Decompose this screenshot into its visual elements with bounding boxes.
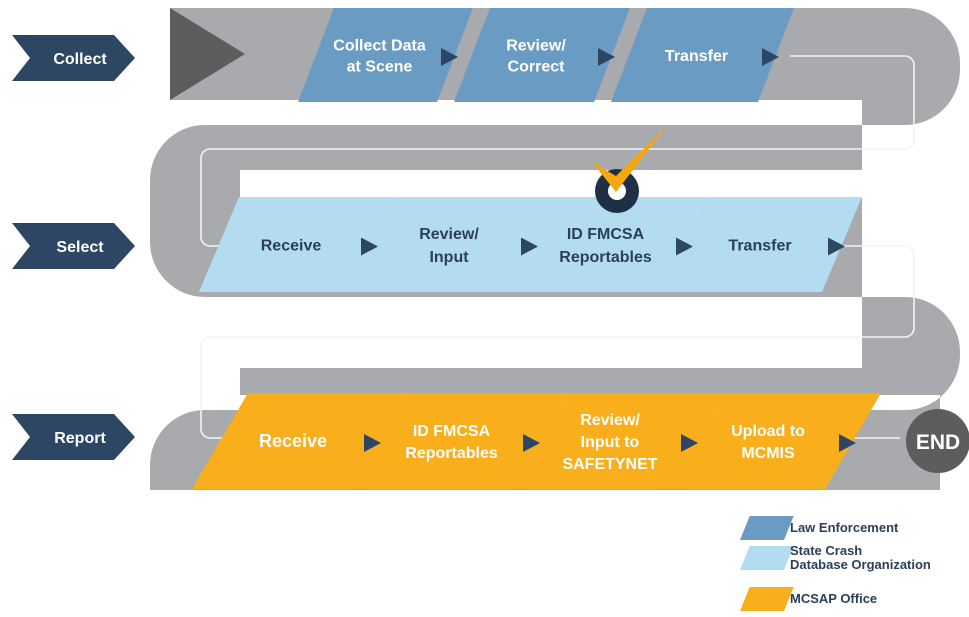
step-box <box>670 197 862 292</box>
connector-arrow-icon <box>361 237 378 256</box>
step-transfer: Transfer <box>670 197 862 292</box>
step-transfer: Transfer <box>611 8 794 102</box>
stage-chevron <box>12 35 135 81</box>
step-label: Transfer <box>728 238 791 255</box>
legend-label: Law Enforcement <box>790 520 899 535</box>
checkmark-icon <box>592 127 666 213</box>
connector-arrow-icon <box>364 434 381 452</box>
stage-label: Collect <box>53 51 107 68</box>
step-receive: Receive <box>192 393 406 489</box>
step-label: Receive <box>261 238 322 255</box>
step-box <box>192 393 406 489</box>
legend-label: State Crash Database Organization <box>790 543 931 572</box>
step-box <box>350 393 565 489</box>
connector-arrow-icon <box>762 48 779 66</box>
legend-swatch <box>740 516 794 540</box>
step-label: Review/Correct <box>506 38 566 76</box>
stage-report: Report <box>12 414 135 460</box>
start-arrow-icon <box>170 8 245 100</box>
legend-swatch <box>740 546 794 570</box>
stage-select: Select <box>12 223 135 269</box>
step-box <box>509 393 723 489</box>
step-review-correct: Review/Correct <box>454 8 630 102</box>
legend-item-mcsap-office: MCSAP Office <box>740 587 969 617</box>
step-label: Receive <box>259 431 327 451</box>
legend-swatch <box>740 587 794 611</box>
legend-item-law-enforcement: Law Enforcement <box>740 516 969 546</box>
legend-label: MCSAP Office <box>790 591 878 606</box>
connector-arrow-icon <box>598 48 615 66</box>
legend-item-state-crash-database-organization: State Crash Database Organization <box>740 543 969 576</box>
stage-label: Report <box>54 430 106 447</box>
connector-arrow-icon <box>521 237 538 256</box>
stage-chevron <box>12 414 135 460</box>
connector-arrow-icon <box>828 237 845 256</box>
step-label: Transfer <box>665 48 728 65</box>
step-box <box>355 197 555 292</box>
step-box <box>298 8 473 102</box>
stage-collect: Collect <box>12 35 135 81</box>
connector-arrow-icon <box>839 434 856 452</box>
step-box <box>611 8 794 102</box>
step-review-input: Review/Input <box>355 197 555 292</box>
connector-arrow-icon <box>676 237 693 256</box>
step-box <box>667 393 881 489</box>
connector-arrow-icon <box>523 434 540 452</box>
step-box <box>454 8 630 102</box>
stage-label: Select <box>56 239 104 256</box>
step-receive: Receive <box>199 197 395 292</box>
step-box <box>199 197 395 292</box>
step-label: Review/Input <box>419 226 479 266</box>
connector-arrow-icon <box>441 48 458 66</box>
end-label: END <box>916 431 960 454</box>
end-badge: END <box>906 409 969 473</box>
connector-arrow-icon <box>681 434 698 452</box>
stage-chevron <box>12 223 135 269</box>
step-box <box>513 197 710 292</box>
